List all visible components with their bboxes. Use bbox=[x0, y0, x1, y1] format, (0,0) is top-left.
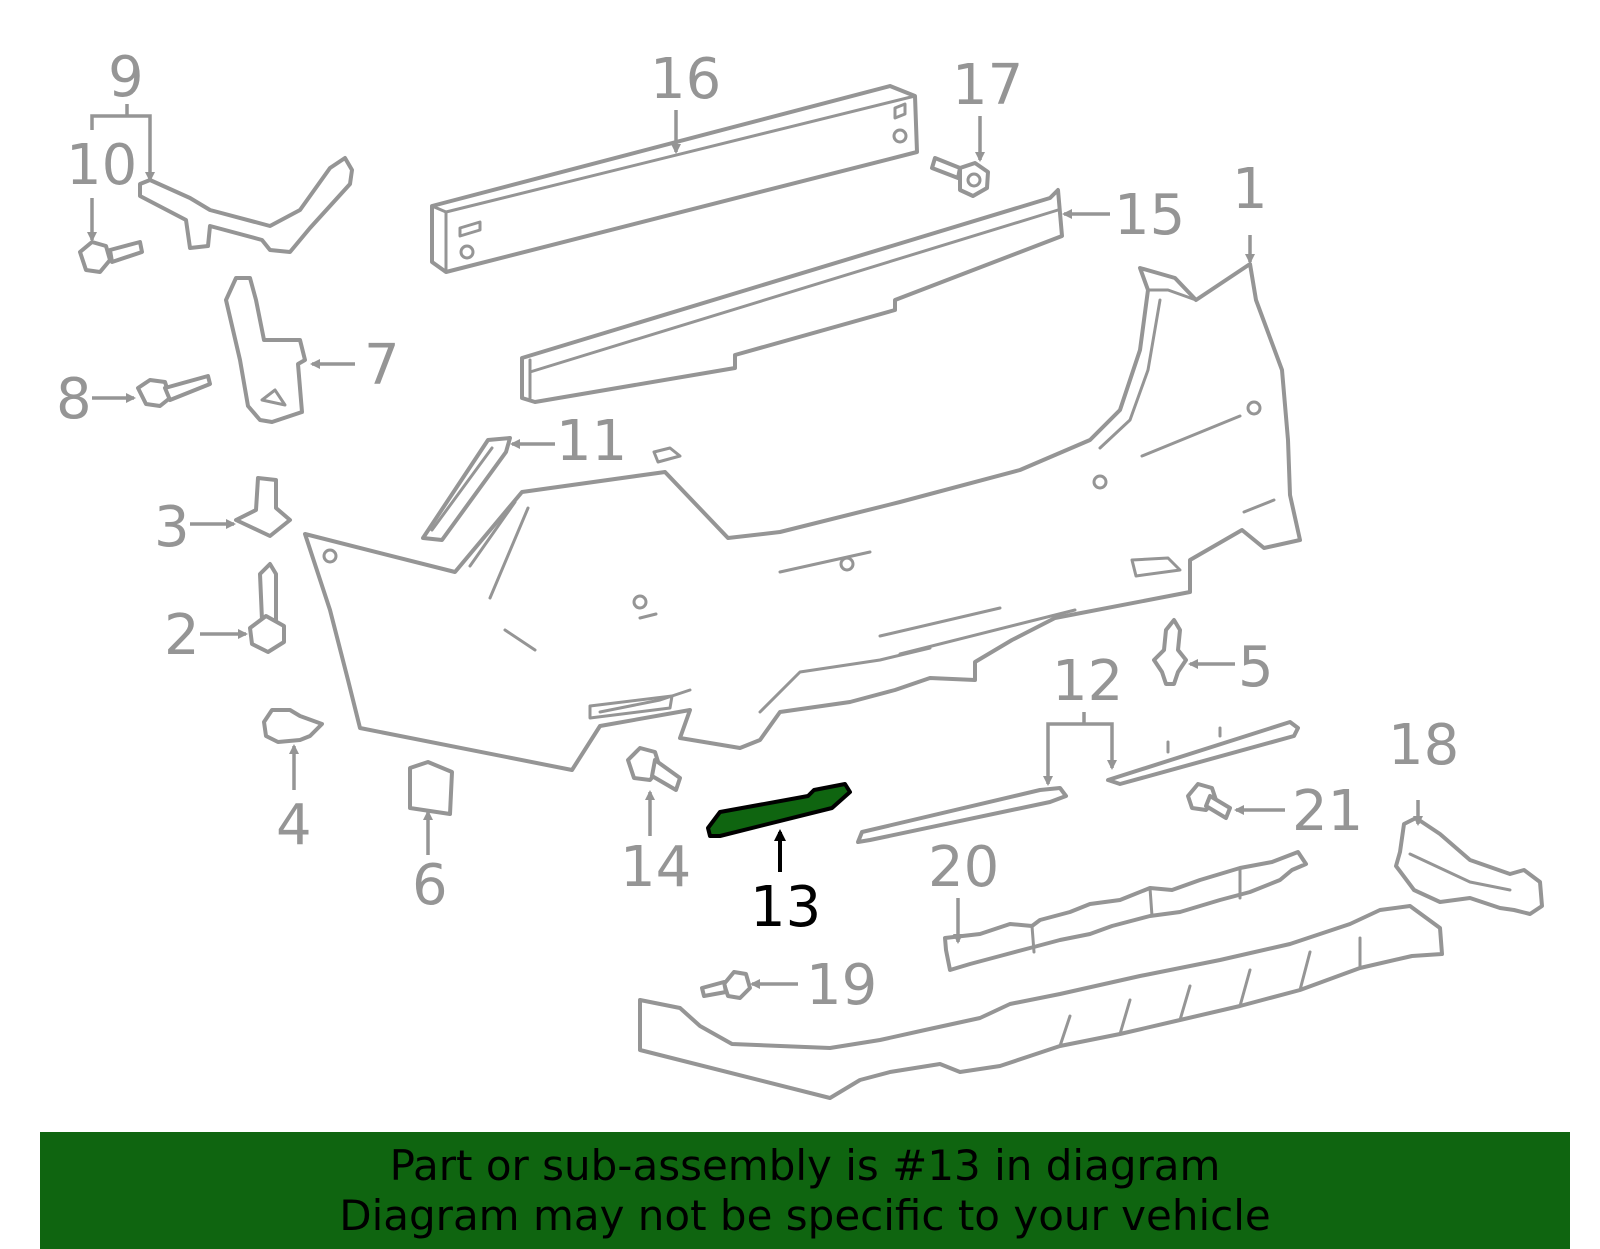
callout-7: 7 bbox=[364, 333, 400, 398]
part-19-screw[interactable] bbox=[700, 970, 752, 1000]
part-2-bolt[interactable] bbox=[248, 562, 286, 654]
leader-lines bbox=[87, 104, 1423, 989]
callout-labels: 1 2 3 4 5 6 7 8 9 10 11 12 13 14 15 16 1… bbox=[56, 45, 1459, 1018]
callout-17: 17 bbox=[952, 53, 1023, 118]
callout-3: 3 bbox=[154, 495, 190, 560]
callout-19: 19 bbox=[806, 953, 877, 1018]
part-12-molding[interactable] bbox=[856, 720, 1300, 844]
callout-16: 16 bbox=[650, 47, 721, 112]
callout-11: 11 bbox=[556, 409, 627, 474]
part-15-absorber[interactable] bbox=[520, 188, 1064, 404]
callout-6: 6 bbox=[412, 853, 448, 918]
callout-21: 21 bbox=[1292, 779, 1363, 844]
callout-5: 5 bbox=[1238, 635, 1274, 700]
callout-4: 4 bbox=[276, 793, 312, 858]
banner-line-1: Part or sub-assembly is #13 in diagram bbox=[389, 1140, 1221, 1190]
part-7-bracket[interactable] bbox=[224, 276, 307, 424]
part-1-bumper-cover[interactable] bbox=[303, 262, 1302, 772]
callout-13: 13 bbox=[750, 875, 821, 940]
part-17-bolt[interactable] bbox=[930, 156, 990, 198]
part-3-retainer[interactable] bbox=[234, 476, 292, 538]
part-9-bracket[interactable] bbox=[138, 156, 354, 254]
callout-10: 10 bbox=[66, 133, 137, 198]
part-13-highlighted[interactable] bbox=[706, 782, 852, 838]
part-8-clip[interactable] bbox=[136, 374, 212, 408]
callout-20: 20 bbox=[928, 835, 999, 900]
part-10-bolt[interactable] bbox=[78, 240, 144, 274]
part-20-bracket[interactable] bbox=[943, 850, 1308, 972]
callout-14: 14 bbox=[620, 835, 691, 900]
part-21-bolt[interactable] bbox=[1186, 782, 1232, 820]
part-14-bolt[interactable] bbox=[626, 746, 682, 792]
callout-15: 15 bbox=[1114, 183, 1185, 248]
part-6-pad[interactable] bbox=[408, 760, 454, 816]
part-11-reflector[interactable] bbox=[421, 436, 512, 542]
info-banner: Part or sub-assembly is #13 in diagram D… bbox=[40, 1132, 1570, 1249]
callout-12: 12 bbox=[1052, 649, 1123, 714]
banner-line-2: Diagram may not be specific to your vehi… bbox=[339, 1190, 1271, 1240]
part-16-reinforcement[interactable] bbox=[430, 84, 919, 274]
callout-18: 18 bbox=[1388, 713, 1459, 778]
part-18-diffuser[interactable] bbox=[638, 816, 1544, 1100]
callout-8: 8 bbox=[56, 367, 92, 432]
callout-1: 1 bbox=[1232, 157, 1268, 222]
part-4-clip[interactable] bbox=[262, 708, 324, 744]
callout-2: 2 bbox=[164, 603, 200, 668]
part-5-clip[interactable] bbox=[1152, 618, 1188, 686]
callout-9: 9 bbox=[108, 45, 144, 110]
